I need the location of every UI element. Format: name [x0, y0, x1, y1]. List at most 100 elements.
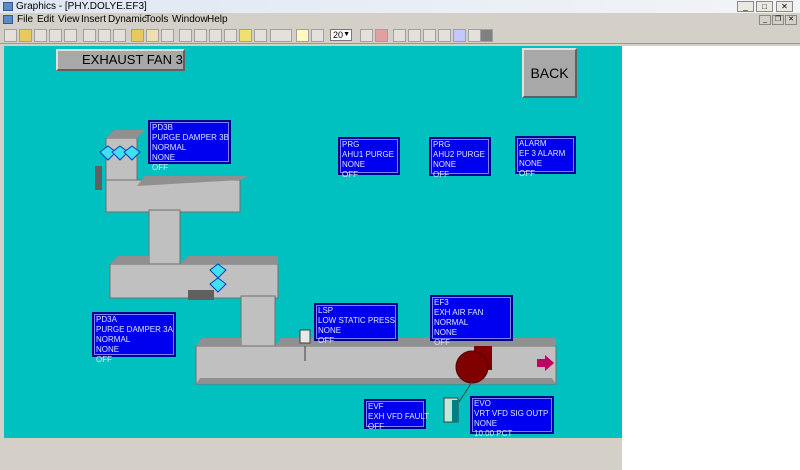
chevron-down-icon: ▼ [343, 31, 350, 38]
home-icon[interactable] [146, 29, 159, 42]
point-value: OFF [433, 170, 449, 179]
point-name: EVF [368, 402, 384, 411]
point-description: EXH VFD FAULT [368, 412, 430, 421]
menu-window[interactable]: Window [172, 14, 208, 25]
point-state: NORMAL [96, 335, 131, 344]
network-icon-3[interactable] [194, 29, 207, 42]
properties-icon[interactable] [360, 29, 373, 42]
tool-icon-2[interactable] [408, 29, 421, 42]
point-value: OFF [318, 336, 334, 345]
forward-arrow-icon[interactable] [254, 29, 267, 42]
point-description: VRT VFD SIG OUTP [474, 409, 549, 418]
point-alarm: NONE [96, 345, 120, 354]
point-description: LOW STATIC PRESS [318, 316, 396, 325]
point-name: PD3A [96, 315, 117, 324]
window-title: Graphics - [PHY.DOLYE.EF3] [16, 1, 147, 12]
app-icon [3, 2, 13, 11]
network-icon-2[interactable] [179, 29, 192, 42]
doc-minimize-button[interactable]: _ [759, 15, 771, 25]
copy-icon[interactable] [98, 29, 111, 42]
text-icon[interactable] [453, 29, 466, 42]
doc-close-button[interactable]: ✕ [785, 15, 797, 25]
document-icon [3, 15, 13, 24]
duct-diagram [95, 130, 557, 423]
menu-dynamic[interactable]: Dynamic [108, 14, 147, 25]
point-alarm: NONE [152, 153, 176, 162]
palette-icon[interactable] [375, 29, 388, 42]
menu-file[interactable]: File [17, 14, 34, 25]
point-description: EF 3 ALARM [519, 149, 566, 158]
doc-restore-button[interactable]: ❐ [772, 15, 784, 25]
key-icon[interactable] [49, 29, 62, 42]
cut-icon[interactable] [83, 29, 96, 42]
point-description: PURGE DAMPER 3A [96, 325, 173, 334]
point-alarm-state: NONE [519, 159, 543, 168]
new-icon[interactable] [4, 29, 17, 42]
point-state: NORMAL [152, 143, 187, 152]
network-icon[interactable] [161, 29, 174, 42]
damper-3b-icon [95, 145, 141, 190]
point-value: OFF [368, 422, 384, 431]
zoom-select[interactable]: 20▼ [330, 29, 352, 41]
close-button[interactable]: ✕ [776, 1, 793, 12]
pressure-switch-icon [299, 329, 311, 361]
network-icon-5[interactable] [224, 29, 237, 42]
point-name: PRG [342, 140, 360, 149]
fill-icon[interactable] [480, 29, 493, 42]
minimize-button[interactable]: _ [737, 1, 754, 12]
point-name: ALARM [519, 139, 547, 148]
point-name: PRG [433, 140, 451, 149]
vfd-icon [443, 397, 459, 423]
damper-3a-icon [188, 263, 227, 300]
point-value: OFF [96, 355, 112, 364]
open-graphic-icon[interactable] [131, 29, 144, 42]
menu-tools[interactable]: Tools [145, 14, 169, 25]
menu-help[interactable]: Help [207, 14, 228, 25]
grid-icon[interactable] [311, 29, 324, 42]
pointer-icon[interactable] [296, 29, 309, 42]
tool-icon-3[interactable] [423, 29, 436, 42]
back-button[interactable]: BACK [522, 48, 577, 98]
duct-upper-horizontal [105, 179, 241, 213]
duct-middle-vertical [148, 209, 181, 267]
menu-edit[interactable]: Edit [37, 14, 55, 25]
open-icon[interactable] [19, 29, 32, 42]
point-description: AHU1 PURGE [342, 150, 395, 159]
tool-icon-1[interactable] [393, 29, 406, 42]
exhaust-fan-3-title-button[interactable]: EXHAUST FAN 3 [56, 49, 185, 71]
menu-view[interactable]: View [58, 14, 80, 25]
tool-icon-4[interactable] [438, 29, 451, 42]
point-state: NORMAL [434, 318, 469, 327]
paste-icon[interactable] [113, 29, 126, 42]
duct-upper-vertical [105, 137, 138, 187]
point-name: EVO [474, 399, 491, 408]
point-value: OFF [152, 163, 168, 172]
point-value: 10.00 PCT [474, 429, 513, 438]
fan-icon [455, 346, 492, 403]
point-alarm: NONE [342, 160, 366, 169]
maximize-button[interactable]: □ [756, 1, 773, 12]
point-name: LSP [318, 306, 334, 315]
title-bar: Graphics - [PHY.DOLYE.EF3] [0, 0, 800, 13]
save-icon[interactable] [34, 29, 47, 42]
zoom-value: 20 [333, 30, 344, 40]
point-value: OFF [519, 169, 535, 178]
color-dropdown[interactable] [270, 29, 292, 42]
point-alarm: NONE [318, 326, 342, 335]
print-icon[interactable] [64, 29, 77, 42]
menu-insert[interactable]: Insert [81, 14, 107, 25]
menu-bar: File Edit View Insert Dynamic Tools Wind… [0, 13, 800, 27]
back-arrow-icon[interactable] [239, 29, 252, 42]
point-value: OFF [434, 338, 450, 347]
network-icon-4[interactable] [209, 29, 222, 42]
